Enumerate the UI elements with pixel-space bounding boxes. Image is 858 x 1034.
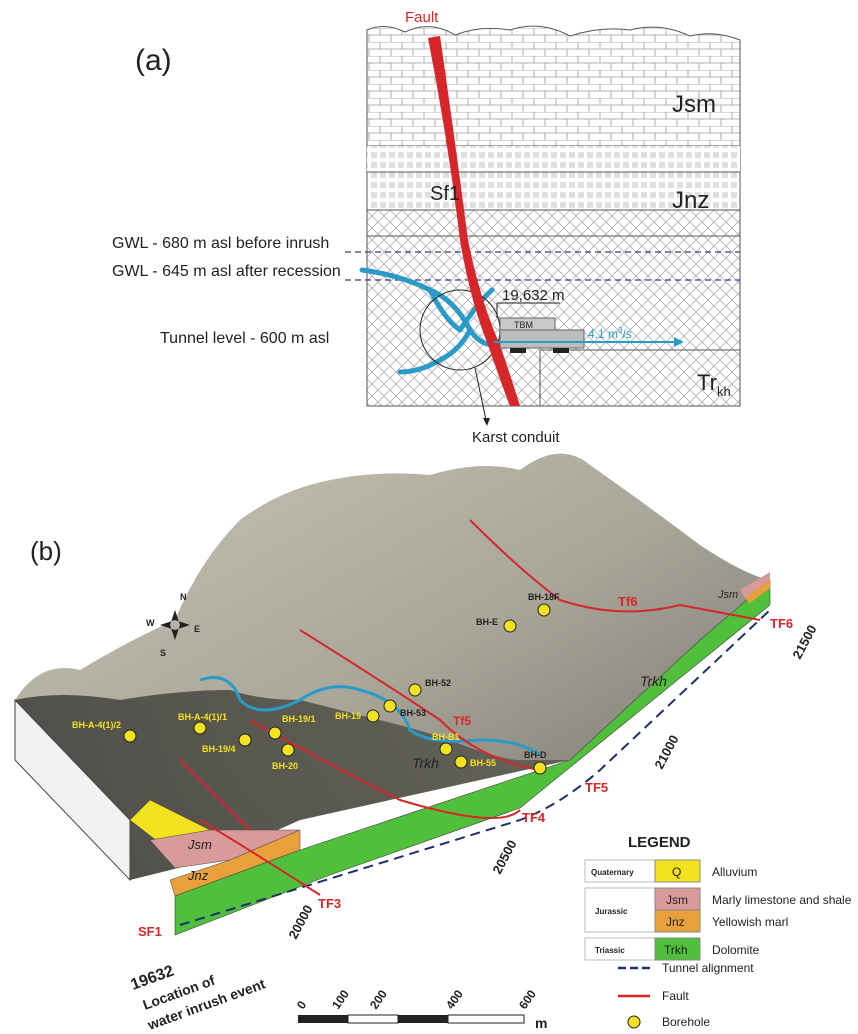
fault-label-tf4: TF4: [522, 810, 546, 825]
legend-tunnel-label: Tunnel alignment: [662, 961, 754, 975]
block-jnz-label: Jnz: [187, 868, 209, 883]
fault-label-tf6: TF6: [770, 616, 793, 631]
legend-desc-dolomite: Dolomite: [712, 943, 760, 957]
boreholes: [123, 603, 551, 775]
fault-label-tf6-upper: Tf6: [618, 594, 638, 609]
gwl-after-label: GWL - 645 m asl after recession: [112, 263, 341, 280]
block-front-left: [14, 698, 131, 882]
bh-label: BH-A-4(1)/2: [72, 720, 121, 730]
legend-era-quaternary: Quaternary: [591, 868, 634, 877]
legend-borehole-label: Borehole: [662, 1015, 710, 1029]
gwl-before-label: GWL - 680 m asl before inrush: [112, 235, 329, 252]
scale-bar: 0 100 200 400 600 m: [294, 987, 547, 1031]
compass-n: N: [180, 592, 187, 602]
bh-label: BH-52: [425, 678, 451, 688]
jsm-side: [740, 572, 770, 598]
bh-label: BH-E: [476, 617, 498, 627]
trkh-label: Trkh: [697, 370, 731, 399]
legend-code-jsm: Jsm: [666, 893, 688, 907]
panel-a-label: (a): [135, 44, 172, 77]
legend-borehole-swatch: [627, 1015, 641, 1029]
scale-tick: 0: [294, 998, 309, 1012]
block-jsm-label: Jsm: [187, 837, 212, 852]
fault-label-sf1: SF1: [138, 924, 162, 939]
sf1-label: Sf1: [430, 183, 460, 205]
tunnel-alignment: [179, 609, 771, 926]
compass-e: E: [194, 624, 200, 634]
trkh-block: [539, 349, 741, 407]
chainage-21000: 21000: [651, 732, 681, 771]
bh-label: BH-19/1: [282, 714, 316, 724]
block-jsm-side-label: Jsm: [717, 589, 738, 601]
bh-label: BH-55: [470, 758, 496, 768]
compass-s: S: [160, 648, 166, 658]
legend-code-jnz: Jnz: [666, 915, 685, 929]
legend: LEGEND Quaternary Q Alluvium Jurassic Js…: [584, 834, 852, 1029]
bh-label: BH-D: [524, 750, 547, 760]
jnz-label: Jnz: [672, 187, 709, 214]
bh-label: BH-19/4: [202, 744, 236, 754]
legend-era-jurassic: Jurassic: [595, 907, 628, 916]
bh-label: BH-20: [272, 761, 298, 771]
bh-label: BH-18F: [528, 592, 560, 602]
jsm-label: Jsm: [672, 91, 716, 118]
legend-fault-label: Fault: [662, 989, 689, 1003]
scale-tick: 600: [516, 987, 539, 1012]
legend-desc-jsm: Marly limestone and shale: [712, 893, 852, 907]
chainage-20500: 20500: [489, 837, 519, 876]
tunnel-level-label: Tunnel level - 600 m asl: [160, 330, 329, 347]
river: [199, 676, 541, 757]
legend-code-q: Q: [672, 865, 681, 879]
fault-label-tf3: TF3: [318, 896, 341, 911]
legend-desc-jnz: Yellowish marl: [712, 915, 788, 929]
legend-era-triassic: Triassic: [595, 946, 625, 955]
bh-label: BH-19: [335, 711, 361, 721]
fault-label-tf5: TF5: [585, 780, 608, 795]
legend-title: LEGEND: [628, 834, 691, 851]
tbm-label: TBM: [514, 320, 533, 330]
karst-label: Karst conduit: [472, 429, 560, 446]
scale-unit: m: [535, 1015, 547, 1031]
panel-a-section: (a) Fault Jsm Jnz Sf1 GWL - 680 m asl b: [112, 9, 741, 446]
jnz-side: [745, 580, 770, 603]
block-trkh-label-2: Trkh: [640, 673, 667, 689]
flow-label: 4.1 m3/s: [588, 326, 632, 341]
block-trkh-label-1: Trkh: [412, 755, 439, 771]
jsm-layer: [366, 25, 741, 173]
chainage-20000: 20000: [285, 902, 315, 941]
fault-label: Fault: [405, 9, 439, 26]
compass-w: W: [146, 618, 155, 628]
jnz-face: [169, 829, 301, 897]
scale-tick: 100: [329, 987, 352, 1012]
panel-b-label: (b): [30, 536, 62, 566]
compass-rose: N S E W: [146, 592, 200, 658]
bh-label: BH-A-4(1)/1: [178, 712, 227, 722]
scale-tick: 200: [367, 987, 390, 1012]
chainage-label: 19,632 m: [502, 287, 565, 304]
fault-label-tf5-upper: Tf5: [453, 714, 471, 728]
karst-conduit: [359, 267, 497, 375]
trkh-face: [174, 579, 771, 936]
bh-label: BH-53: [400, 708, 426, 718]
scale-tick: 400: [443, 987, 466, 1012]
fault-zone: [428, 36, 520, 406]
tunnel-body: [499, 329, 585, 349]
legend-code-trkh: Trkh: [664, 943, 688, 957]
chainage-21500: 21500: [789, 622, 819, 661]
legend-desc-alluvium: Alluvium: [712, 865, 757, 879]
fault-lines: [179, 519, 761, 896]
bh-label: BH-B1: [432, 732, 460, 742]
